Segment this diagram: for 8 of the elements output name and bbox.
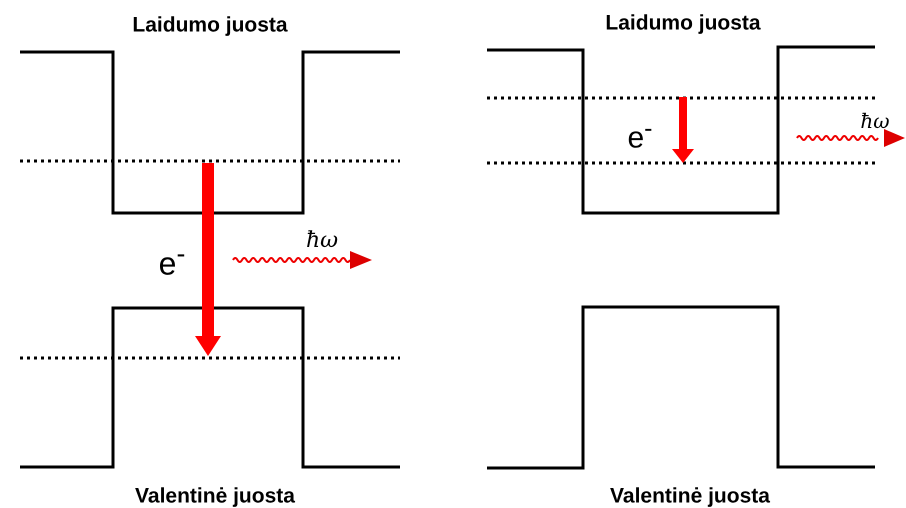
band-label: Valentinė juosta xyxy=(135,486,295,506)
photon-energy-label: ħω xyxy=(306,230,338,252)
electron-symbol: e$^{-}$ xyxy=(158,240,186,280)
photon-energy-label: ħω xyxy=(860,111,890,131)
band-label: Laidumo juosta xyxy=(132,14,288,36)
electron-symbol: e$^{-}$ xyxy=(628,116,652,154)
band-label: Valentinė juosta xyxy=(610,486,770,506)
band-label: Laidumo juosta xyxy=(605,12,761,34)
